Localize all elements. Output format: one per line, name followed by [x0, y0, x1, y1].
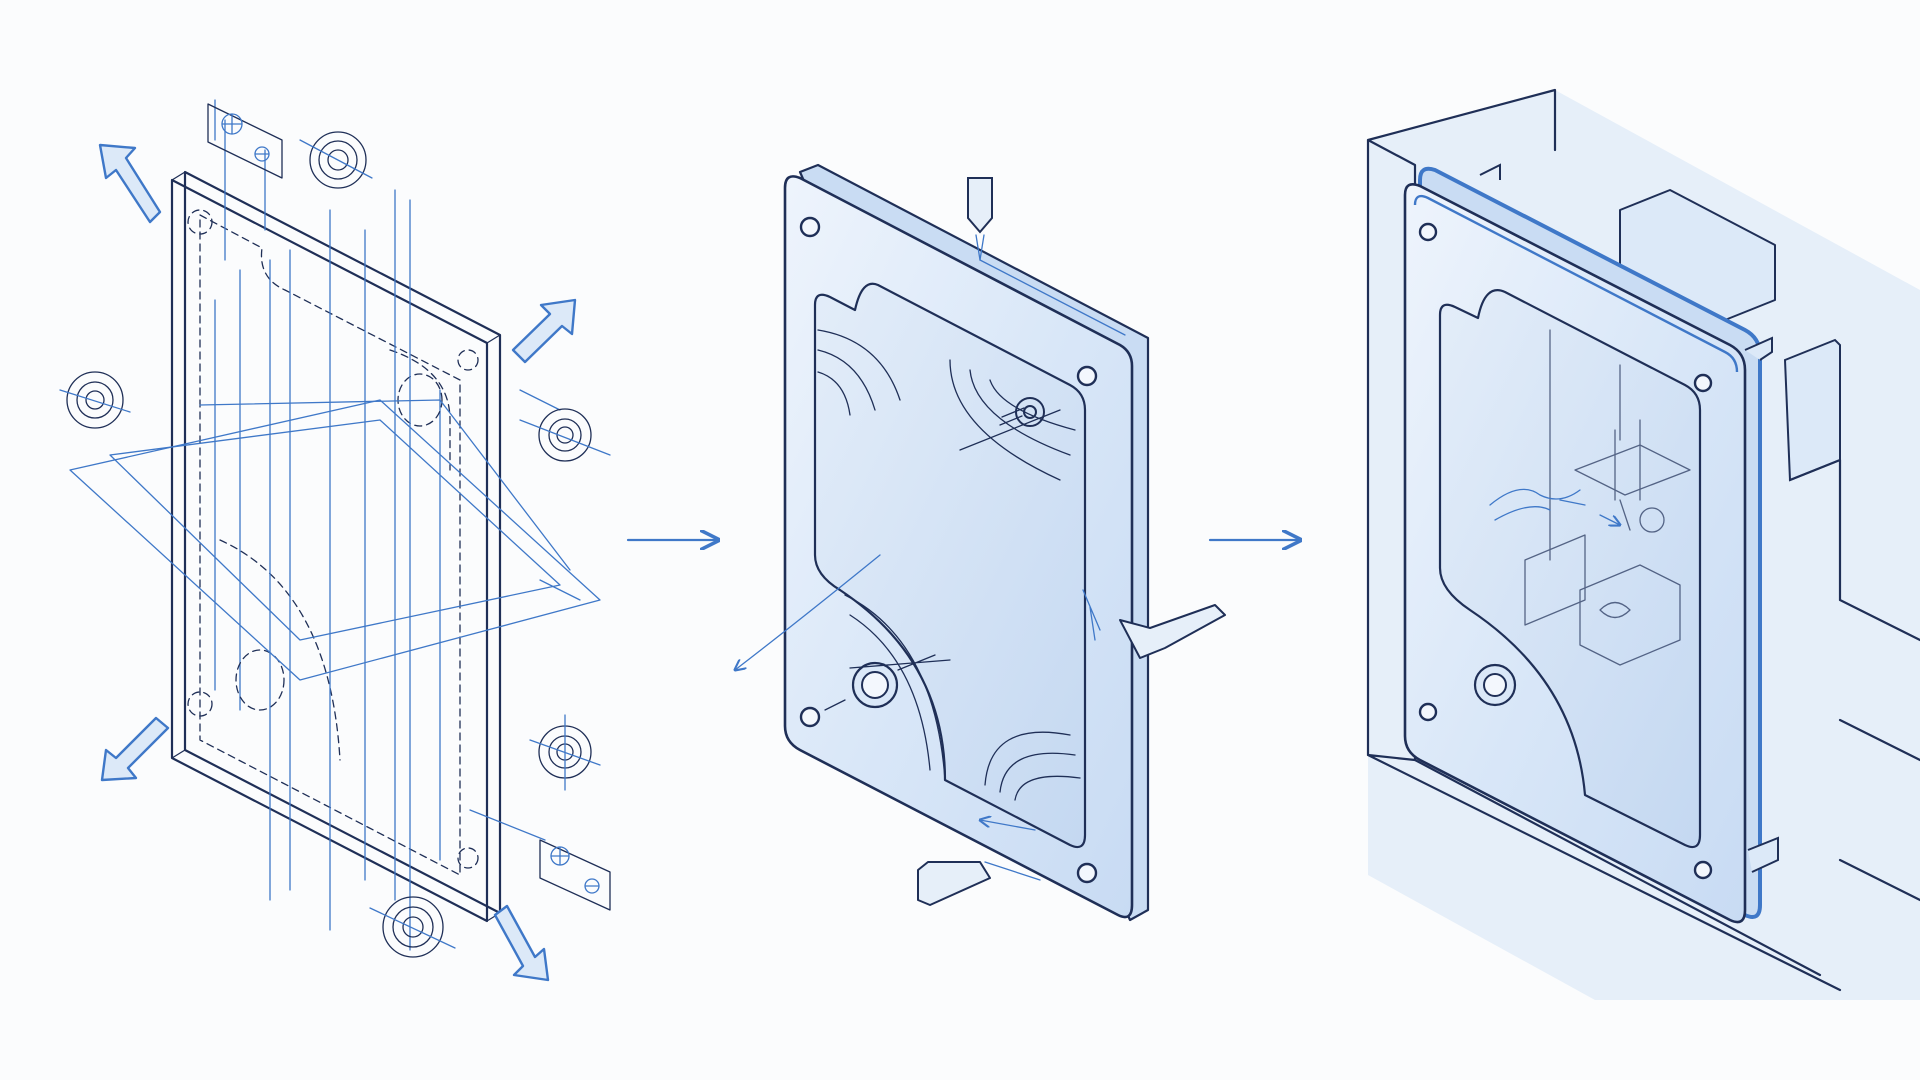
fastener-lower-right-washer: [529, 714, 601, 791]
mount-hole-br: [1076, 862, 1098, 884]
fastener-right-washer: [519, 408, 611, 462]
plate-edges: [171, 171, 501, 922]
machined-plate-panel: [735, 163, 1226, 922]
fastener-top-plate: [207, 103, 283, 179]
cover-port: [1473, 663, 1517, 707]
section-plane-inner: [109, 419, 561, 641]
milled-pocket: [813, 282, 1087, 849]
fastener-bottom-washer: [369, 896, 456, 958]
mount-hole-tl: [799, 216, 821, 238]
fastener-lower-plate: [539, 839, 611, 911]
pocket-bolt: [959, 397, 1061, 451]
corner-hole-tr: [457, 349, 479, 371]
section-trace: [199, 399, 571, 571]
exploded-blueprint-panel: [59, 99, 611, 982]
pocket-guides: [214, 269, 441, 861]
top-leaders: [214, 99, 266, 261]
explode-arrow-bottom-left: [100, 716, 170, 782]
clamp-bolts: [1479, 163, 1779, 873]
corner-hole-tl: [187, 209, 213, 235]
screw-br: [1693, 860, 1713, 880]
upper-hole: [397, 373, 443, 427]
tool-path-arcs: [817, 329, 1081, 801]
cover-screws: [1418, 222, 1713, 880]
screw-tr: [1693, 373, 1713, 393]
cover-recess: [1438, 289, 1702, 849]
cover-highlight: [1413, 194, 1739, 373]
side-cutter: [1082, 589, 1226, 659]
fastener-top-washer: [299, 131, 373, 189]
threaded-port: [824, 654, 951, 711]
explode-arrow-top-left: [98, 143, 162, 224]
plate-back-face: [183, 170, 502, 915]
installed-enclosure-panel: [1366, 88, 1920, 1000]
internal-mechanism: [1524, 329, 1691, 666]
corner-hole-br: [457, 847, 479, 869]
side-bracket: [1783, 338, 1841, 482]
explode-arrows: [98, 143, 577, 982]
corner-hole-bl: [187, 691, 213, 717]
corner-pocket: [389, 349, 451, 471]
screw-tl: [1418, 222, 1438, 242]
explode-arrow-bottom-right: [493, 904, 550, 982]
fastener-left-washer: [59, 371, 131, 429]
mount-hole-bl: [799, 706, 821, 728]
section-plane-lower: [69, 399, 601, 681]
side-leaders: [469, 389, 581, 841]
curved-rib: [219, 539, 341, 761]
end-mill-cutter: [967, 177, 1126, 336]
port-hole: [235, 649, 285, 711]
screw-bl: [1418, 702, 1438, 722]
mount-hole-tr: [1076, 365, 1098, 387]
flow-arrow: [1559, 499, 1620, 525]
plate-mount-holes: [799, 216, 1098, 884]
inner-pocket-outline: [199, 214, 461, 876]
explode-arrow-right: [511, 298, 577, 364]
rotation-arrow: [735, 554, 881, 670]
feed-arrow: [980, 820, 1036, 831]
flow-lines: [1489, 488, 1581, 521]
exploded-fasteners: [59, 103, 611, 958]
lower-cutter: [917, 861, 1041, 906]
projection-lines: [269, 189, 411, 951]
rail-lines: [1788, 458, 1920, 902]
